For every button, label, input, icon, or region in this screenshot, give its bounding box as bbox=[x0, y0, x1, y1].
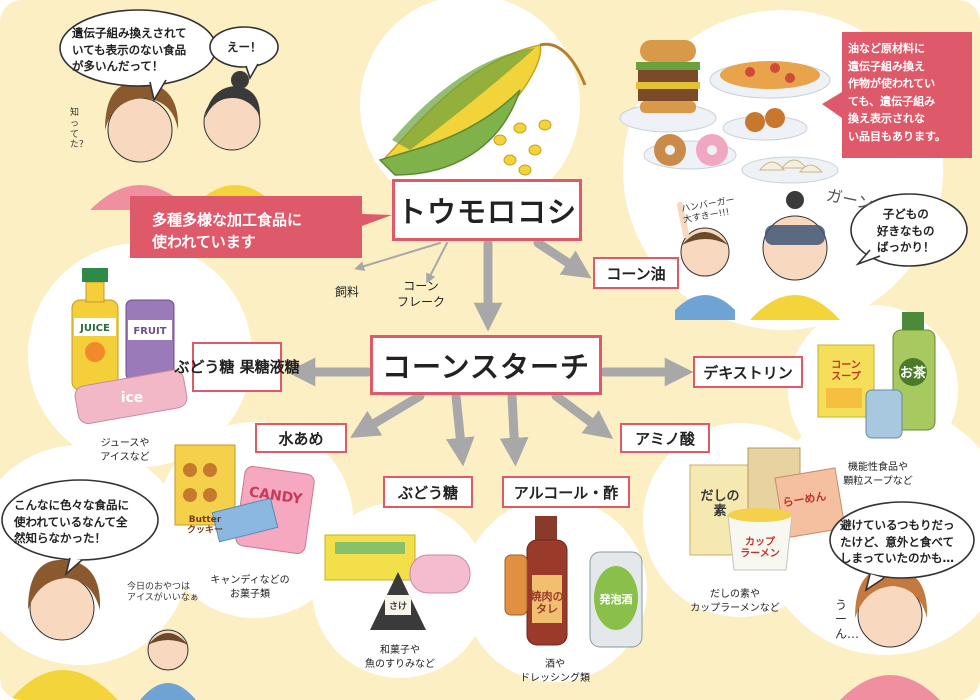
hand-oyatsu: 今日のおやつは アイスがいいなぁ bbox=[127, 582, 199, 603]
caption-wagashi: 和菓子や 魚のすりみなど bbox=[365, 645, 435, 670]
node-dextrin: デキストリン bbox=[693, 356, 803, 388]
node-corn: トウモロコシ bbox=[392, 179, 582, 241]
node-cornstarch: コーンスターチ bbox=[370, 335, 602, 395]
hand-shitteta: 知ってた？ bbox=[70, 108, 89, 151]
node-corn-oil: コーン油 bbox=[593, 257, 679, 289]
dashi-ramen-illustration bbox=[689, 447, 846, 571]
caption-sake: 酒や ドレッシング類 bbox=[520, 659, 590, 684]
node-mizuame: 水あめ bbox=[255, 423, 347, 453]
svg-text:だしの素: だしの素 bbox=[700, 489, 739, 519]
soup-tea-illustration bbox=[817, 312, 936, 439]
bubble-kid-likes: 子どもの 好きなもの ばっかり！ bbox=[877, 207, 935, 255]
node-budou-katou: ぶどう糖 果糖液糖 bbox=[174, 342, 300, 392]
callout-shape bbox=[130, 196, 392, 258]
svg-text:さけ: さけ bbox=[389, 601, 407, 612]
speech-bubbles bbox=[1, 9, 975, 592]
women-illustration bbox=[90, 71, 275, 210]
bubble-surprised: こんなに色々な食品に 使われているなんて全 然知らなかった！ bbox=[14, 498, 129, 546]
info-box-shape bbox=[822, 32, 972, 158]
sauce-drink-illustration bbox=[504, 516, 643, 648]
node-budou: ぶどう糖 bbox=[383, 476, 473, 508]
label-feed: 飼料 bbox=[334, 285, 359, 299]
svg-text:お茶: お茶 bbox=[900, 365, 927, 381]
info-box-text: 油など原材料に 遺伝子組み換え 作物が使われてい ても、遺伝子組み 換え表示され… bbox=[848, 42, 946, 143]
bubble-eh: えー！ bbox=[227, 40, 262, 54]
callout-text: 多種多様な加工食品に 使われています bbox=[152, 211, 303, 251]
svg-text:発泡酒: 発泡酒 bbox=[599, 592, 633, 606]
hand-uun: うーん… bbox=[835, 598, 860, 641]
bubble-avoid: 避けているつもりだっ たけど、意外と食べて しまっていたのかも… bbox=[840, 518, 955, 566]
bottom-left-family-illustration bbox=[10, 559, 196, 700]
caption-juice: ジュースや アイスなど bbox=[100, 438, 150, 463]
juice-illustration bbox=[71, 268, 188, 425]
label-cornflake: コーン フレーク bbox=[396, 279, 445, 310]
bubble-top-left: 遺伝子組み換えされて いても表示のない食品 が多いんだって！ bbox=[72, 26, 187, 74]
svg-text:FRUIT: FRUIT bbox=[133, 326, 166, 337]
node-alcohol: アルコール・酢 bbox=[502, 476, 630, 508]
corn-illustration bbox=[378, 42, 587, 176]
fast-food-illustration bbox=[619, 40, 839, 184]
caption-kinou: 機能性食品や 顆粒スープなど bbox=[843, 462, 913, 487]
node-amino: アミノ酸 bbox=[620, 423, 710, 453]
svg-text:CANDY: CANDY bbox=[248, 484, 304, 507]
svg-text:カップラーメン: カップラーメン bbox=[740, 535, 780, 560]
wagashi-illustration bbox=[324, 534, 471, 630]
candy-illustration bbox=[174, 444, 315, 554]
bottom-right-woman-illustration bbox=[840, 567, 940, 700]
caption-candy: キャンディなどの お菓子類 bbox=[210, 575, 290, 600]
caption-dashi: だしの素や カップラーメンなど bbox=[690, 589, 780, 614]
kid-mom-illustration bbox=[675, 191, 840, 320]
flow-arrows bbox=[286, 238, 694, 467]
svg-text:JUICE: JUICE bbox=[79, 323, 110, 334]
svg-text:焼肉のタレ: 焼肉のタレ bbox=[531, 589, 564, 616]
svg-text:コーンスープ: コーンスープ bbox=[831, 360, 861, 383]
svg-text:ice: ice bbox=[121, 390, 144, 406]
